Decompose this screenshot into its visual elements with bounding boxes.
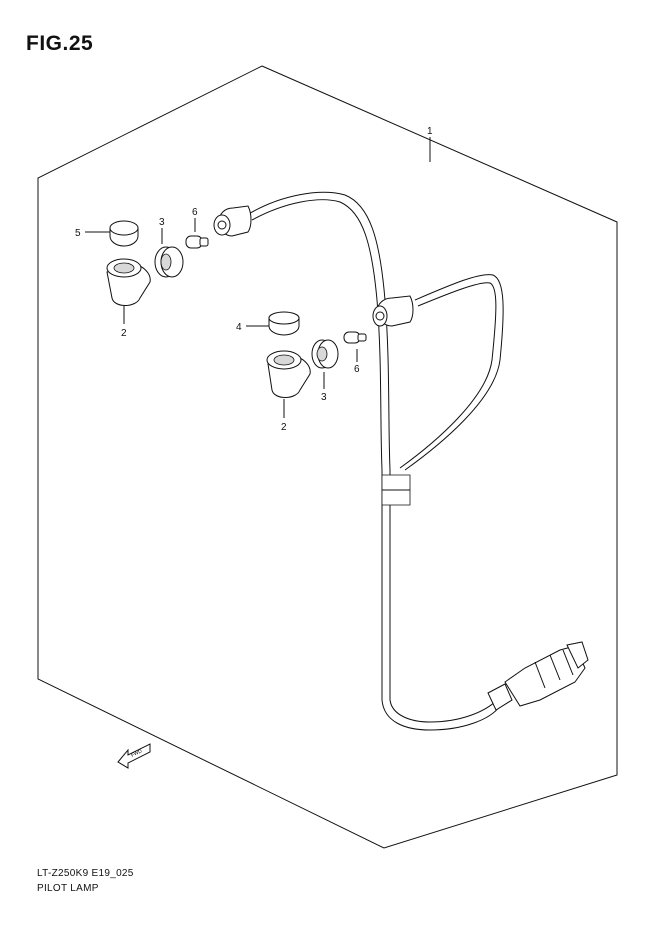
callout-4: 4 [236,322,242,333]
callout-6-right: 6 [354,364,360,375]
lamp-socket-housing-2-right [266,350,311,398]
forward-label: FWD [130,748,143,759]
callout-2-left: 2 [121,328,127,339]
lamp-lens-cap-5 [109,220,139,247]
leader-lines [85,137,431,418]
callout-3-right: 3 [321,392,327,403]
callout-6-left: 6 [192,207,198,218]
grommet-3-left [154,246,184,278]
callout-1: 1 [427,126,433,137]
model-code: LT-Z250K9 E19_025 [37,868,134,879]
section-name: PILOT LAMP [37,883,99,894]
lamp-lens-cap-4 [268,311,300,336]
harness-connector-right [372,295,414,327]
callout-3-left: 3 [159,217,165,228]
figure-title: FIG.25 [26,32,94,55]
callout-5: 5 [75,228,81,239]
lamp-socket-housing-2-left [106,258,151,306]
grommet-3-right [311,339,339,369]
bulb-6-right [343,331,367,344]
callout-2-right: 2 [281,422,287,433]
wiring-harness [246,191,589,731]
bulb-6-left [185,235,209,249]
assembly-boundary [37,65,618,849]
forward-direction-arrow: FWD [117,743,151,769]
harness-connector-left [213,205,252,237]
